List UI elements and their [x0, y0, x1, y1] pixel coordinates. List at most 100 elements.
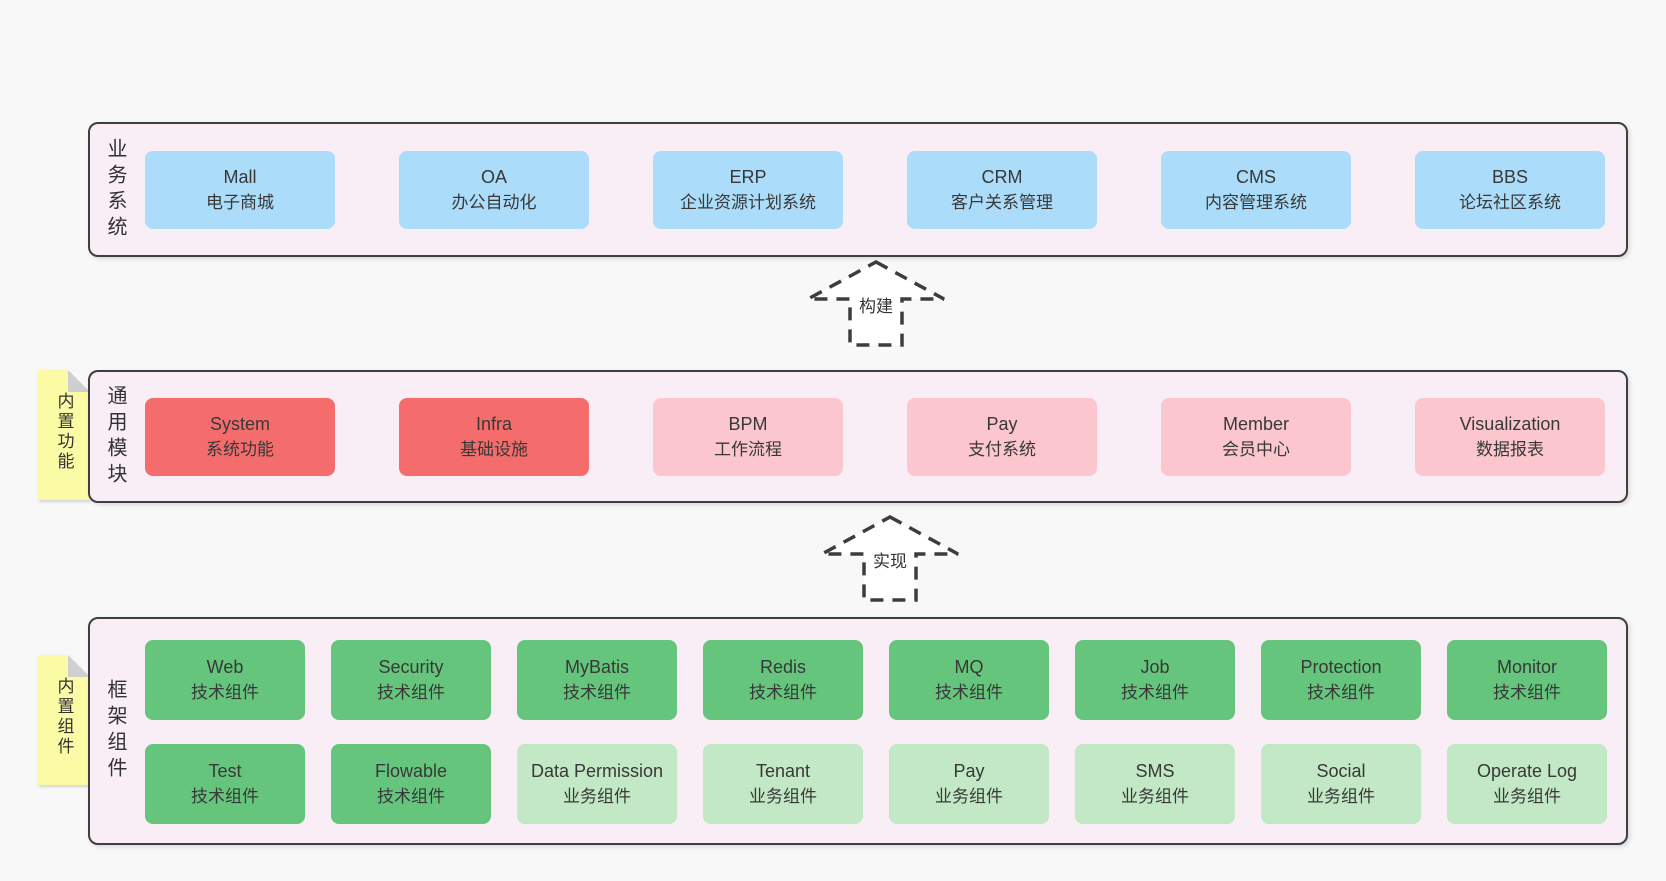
box-desc: 技术组件 — [749, 683, 817, 702]
box-test: Test 技术组件 — [145, 744, 305, 824]
box-name: Operate Log — [1476, 761, 1578, 781]
box-desc: 技术组件 — [563, 683, 631, 702]
box-name: CMS — [1236, 167, 1276, 187]
box-desc: 系统功能 — [206, 440, 274, 459]
box-desc: 企业资源计划系统 — [680, 193, 816, 212]
layer-business-systems: 业务系统 Mall 电子商城 OA 办公自动化 ERP 企业资源计划系统 CRM… — [88, 122, 1628, 257]
box-row: System 系统功能 Infra 基础设施 BPM 工作流程 Pay 支付系统… — [145, 398, 1605, 476]
box-data-permission: Data Permission 业务组件 — [517, 744, 677, 824]
box-job: Job 技术组件 — [1075, 640, 1235, 720]
box-oa: OA 办公自动化 — [399, 151, 589, 229]
layer-common-modules: 通用模块 System 系统功能 Infra 基础设施 BPM 工作流程 Pay… — [88, 370, 1628, 503]
box-name: BPM — [728, 414, 768, 434]
box-name: Flowable — [374, 761, 448, 781]
box-redis: Redis 技术组件 — [703, 640, 863, 720]
box-row: Mall 电子商城 OA 办公自动化 ERP 企业资源计划系统 CRM 客户关系… — [145, 151, 1605, 229]
box-name: BBS — [1491, 167, 1529, 187]
box-desc: 业务组件 — [1493, 787, 1561, 806]
box-name: Test — [208, 761, 242, 781]
box-desc: 业务组件 — [935, 787, 1003, 806]
layer-label: 框架组件 — [104, 679, 126, 783]
box-name: SMS — [1135, 761, 1175, 781]
box-name: Web — [206, 657, 244, 677]
box-desc: 会员中心 — [1222, 440, 1290, 459]
box-web: Web 技术组件 — [145, 640, 305, 720]
box-desc: 支付系统 — [968, 440, 1036, 459]
box-name: Pay — [986, 414, 1018, 434]
box-desc: 技术组件 — [377, 787, 445, 806]
box-name: Pay — [953, 761, 985, 781]
box-name: Infra — [475, 414, 513, 434]
box-security: Security 技术组件 — [331, 640, 491, 720]
box-desc: 客户关系管理 — [951, 193, 1053, 212]
box-name: MyBatis — [564, 657, 629, 677]
box-protection: Protection 技术组件 — [1261, 640, 1421, 720]
note-text: 内置功能 — [54, 392, 74, 472]
box-bpm: BPM 工作流程 — [653, 398, 843, 476]
box-flowable: Flowable 技术组件 — [331, 744, 491, 824]
box-name: MQ — [954, 657, 984, 677]
box-desc: 技术组件 — [1493, 683, 1561, 702]
note-text: 内置组件 — [54, 677, 74, 757]
box-pay-component: Pay 业务组件 — [889, 744, 1049, 824]
box-name: Member — [1222, 414, 1289, 434]
box-erp: ERP 企业资源计划系统 — [653, 151, 843, 229]
box-cms: CMS 内容管理系统 — [1161, 151, 1351, 229]
box-name: System — [209, 414, 270, 434]
box-desc: 技术组件 — [1307, 683, 1375, 702]
box-desc: 办公自动化 — [451, 193, 537, 212]
box-sms: SMS 业务组件 — [1075, 744, 1235, 824]
box-desc: 电子商城 — [206, 193, 274, 212]
note-fold-corner-icon — [68, 655, 90, 677]
box-desc: 业务组件 — [563, 787, 631, 806]
box-name: CRM — [981, 167, 1023, 187]
implement-arrow-label: 实现 — [870, 551, 910, 573]
box-mall: Mall 电子商城 — [145, 151, 335, 229]
box-row: Web 技术组件 Security 技术组件 MyBatis 技术组件 Redi… — [145, 640, 1607, 720]
box-desc: 基础设施 — [460, 440, 528, 459]
box-name: Mall — [223, 167, 257, 187]
box-member: Member 会员中心 — [1161, 398, 1351, 476]
box-tenant: Tenant 业务组件 — [703, 744, 863, 824]
box-social: Social 业务组件 — [1261, 744, 1421, 824]
box-desc: 数据报表 — [1476, 440, 1544, 459]
box-desc: 技术组件 — [935, 683, 1003, 702]
box-visualization: Visualization 数据报表 — [1415, 398, 1605, 476]
box-desc: 内容管理系统 — [1205, 193, 1307, 212]
sticky-note-builtin-features: 内置功能 — [38, 370, 90, 500]
box-name: OA — [480, 167, 507, 187]
box-system: System 系统功能 — [145, 398, 335, 476]
box-bbs: BBS 论坛社区系统 — [1415, 151, 1605, 229]
box-pay-module: Pay 支付系统 — [907, 398, 1097, 476]
sticky-note-builtin-components: 内置组件 — [38, 655, 90, 785]
box-desc: 技术组件 — [1121, 683, 1189, 702]
layer-label: 通用模块 — [104, 384, 126, 489]
box-mq: MQ 技术组件 — [889, 640, 1049, 720]
box-desc: 业务组件 — [1307, 787, 1375, 806]
box-row: Test 技术组件 Flowable 技术组件 Data Permission … — [145, 744, 1607, 824]
box-infra: Infra 基础设施 — [399, 398, 589, 476]
box-name: ERP — [729, 167, 767, 187]
box-mybatis: MyBatis 技术组件 — [517, 640, 677, 720]
box-name: Protection — [1300, 657, 1382, 677]
box-desc: 业务组件 — [749, 787, 817, 806]
box-name: Visualization — [1459, 414, 1561, 434]
box-name: Security — [378, 657, 444, 677]
box-name: Social — [1316, 761, 1366, 781]
box-monitor: Monitor 技术组件 — [1447, 640, 1607, 720]
box-desc: 工作流程 — [714, 440, 782, 459]
box-crm: CRM 客户关系管理 — [907, 151, 1097, 229]
box-name: Monitor — [1496, 657, 1558, 677]
note-fold-corner-icon — [68, 370, 90, 392]
build-arrow-label: 构建 — [856, 296, 896, 318]
box-operate-log: Operate Log 业务组件 — [1447, 744, 1607, 824]
box-name: Redis — [759, 657, 807, 677]
box-desc: 技术组件 — [191, 683, 259, 702]
layer-framework-components: 框架组件 Web 技术组件 Security 技术组件 MyBatis 技术组件… — [88, 617, 1628, 845]
box-desc: 论坛社区系统 — [1459, 193, 1561, 212]
box-desc: 技术组件 — [191, 787, 259, 806]
box-name: Job — [1140, 657, 1170, 677]
box-name: Data Permission — [530, 761, 664, 781]
layer-label: 业务系统 — [104, 137, 126, 242]
